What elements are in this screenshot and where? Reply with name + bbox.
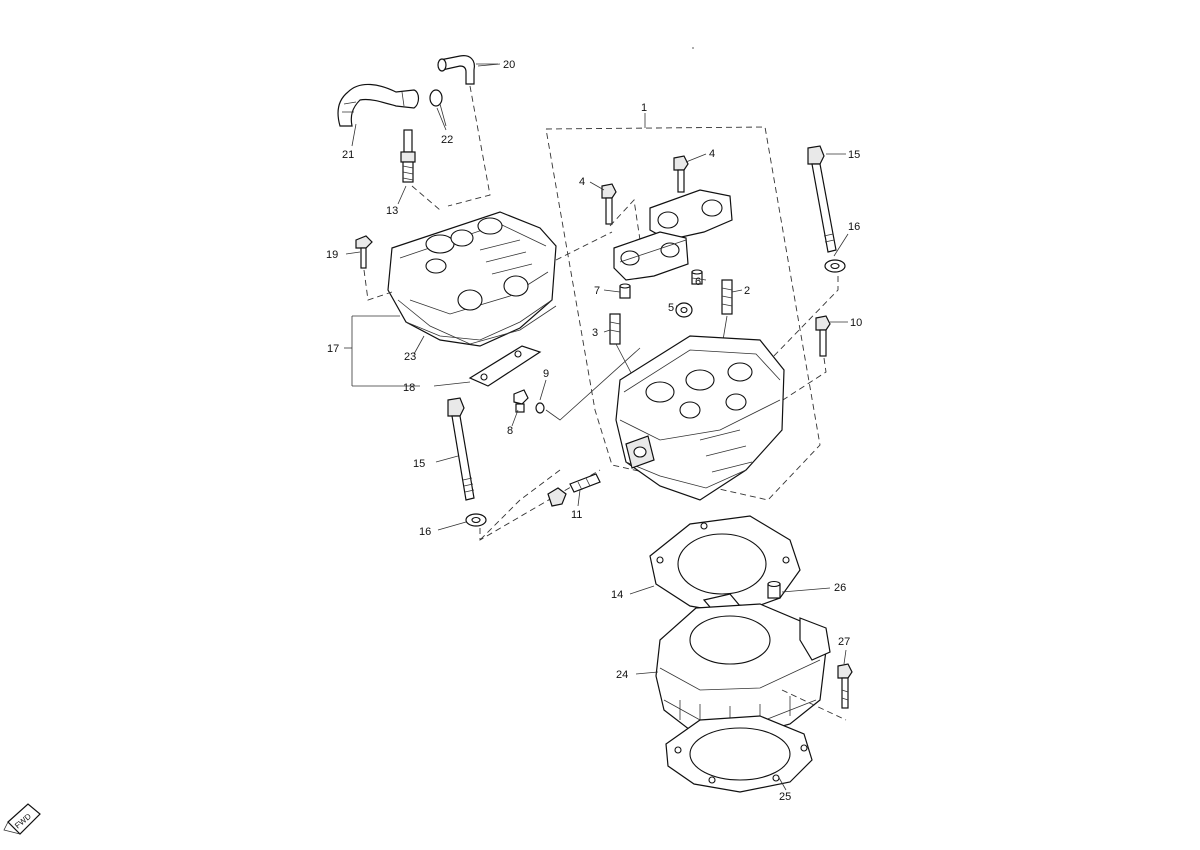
- callout-5: 5: [668, 302, 674, 314]
- cover-plate: [468, 345, 542, 387]
- spark-plug: [400, 129, 441, 211]
- callout-27: 27: [838, 636, 850, 648]
- callout-11: 11: [571, 509, 582, 521]
- callout-3: 3: [592, 327, 598, 339]
- union-bolt: [513, 389, 529, 413]
- cylinder-bolt-left: [447, 397, 475, 501]
- callout-15a: 15: [413, 458, 425, 470]
- exhaust-nut: [547, 487, 567, 507]
- callout-2: 2: [744, 285, 750, 297]
- head-assembly-dashed-box: [545, 113, 821, 501]
- callout-16b: 16: [848, 221, 860, 233]
- cover-bolt: [355, 235, 393, 301]
- dowel-pin-7: [619, 283, 631, 299]
- cylinder-dowel: [767, 580, 781, 599]
- camshaft-cap-bolt-right: [673, 155, 689, 193]
- oil-seal: [675, 302, 693, 318]
- camshaft-cap-bolt-left: [601, 183, 641, 241]
- callout-19: 19: [326, 249, 338, 261]
- cylinder-head-gasket: [649, 515, 801, 615]
- cylinder: [655, 603, 847, 741]
- head-cover: [387, 211, 557, 347]
- hose-clip: [429, 89, 447, 127]
- callout-8: 8: [507, 425, 513, 437]
- callout-9: 9: [543, 368, 549, 380]
- cylinder-bolt: [837, 663, 853, 709]
- cylinder-head: [615, 335, 785, 501]
- washer-right: [769, 259, 846, 361]
- callout-10: 10: [850, 317, 862, 329]
- callout-1: 1: [641, 102, 647, 114]
- callout-21: 21: [342, 149, 354, 161]
- guide-line-b: [479, 469, 561, 541]
- callout-4a: 4: [579, 176, 585, 188]
- callout-4b: 4: [709, 148, 715, 160]
- exhaust-stud: [569, 473, 601, 493]
- callout-26: 26: [834, 582, 846, 594]
- gasket-washer: [535, 347, 641, 421]
- callout-23: 23: [404, 351, 416, 363]
- callout-25: 25: [779, 791, 791, 803]
- callouts: 1 2 3 4 4 5 6 7 8 9 10 11 13 14 15 15 16…: [326, 59, 862, 803]
- breather-pipe: [437, 55, 501, 207]
- callout-13: 13: [386, 205, 398, 217]
- guide-line-a: [555, 231, 613, 261]
- callout-22: 22: [441, 134, 453, 146]
- leader-lines: [344, 63, 849, 791]
- callout-24: 24: [616, 669, 628, 681]
- forward-arrow-icon: FWD: [3, 803, 41, 835]
- callout-18: 18: [403, 382, 415, 394]
- callout-17: 17: [327, 343, 339, 355]
- callout-14: 14: [611, 589, 623, 601]
- callout-15b: 15: [848, 149, 860, 161]
- callout-16a: 16: [419, 526, 431, 538]
- callout-7: 7: [594, 285, 600, 297]
- cover-gasket: [397, 299, 557, 345]
- callout-6: 6: [695, 276, 701, 288]
- cylinder-bolt-right: [807, 145, 837, 253]
- callout-20: 20: [503, 59, 515, 71]
- camshaft-caps: [613, 189, 733, 281]
- breather-hose: [337, 83, 420, 127]
- cylinder-base-gasket: [665, 715, 813, 793]
